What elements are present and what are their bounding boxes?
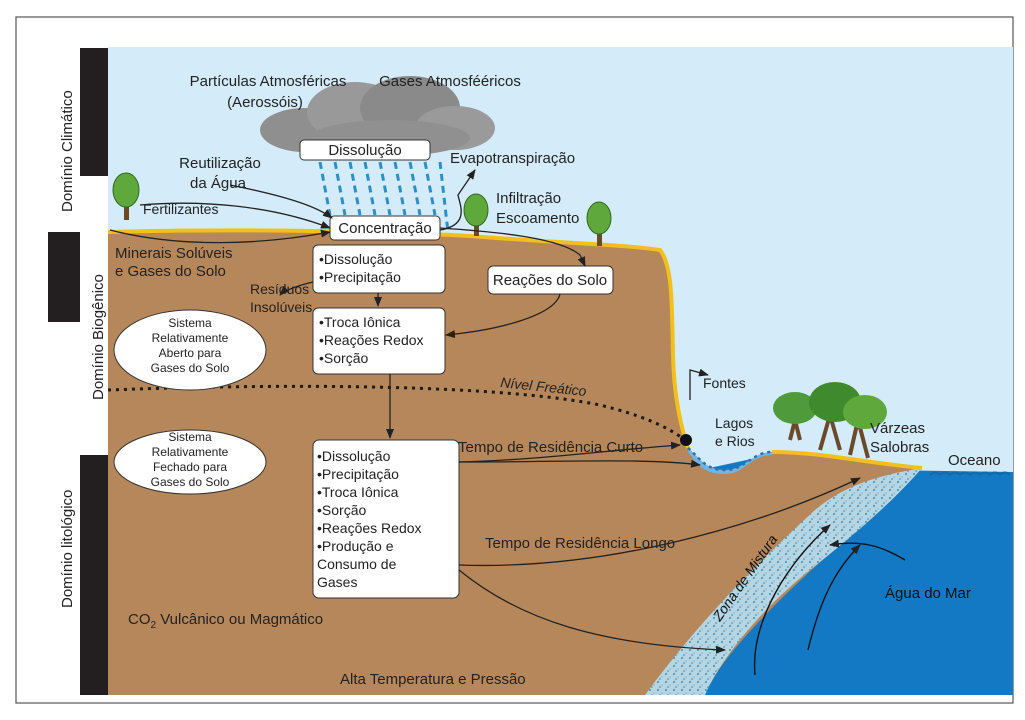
arrow-evapotranspiracao [439, 169, 476, 231]
ellipse-closed-line: Fechado para [153, 460, 227, 474]
box-deep-line: Consumo de [317, 556, 397, 572]
ocean-waves [929, 471, 1011, 477]
label-escoamento: Escoamento [496, 210, 579, 227]
arrow-infiltracao [439, 227, 586, 267]
ellipse-open-line: Sistema [168, 316, 212, 330]
lithologic-bar [80, 455, 108, 695]
box-reacoes-solo [487, 265, 614, 295]
label-tempo-longo: Tempo de Residência Longo [485, 535, 675, 552]
box-soil-processes-1-text: •Dissolução •Precipitação [319, 251, 401, 285]
label-lagos-1: Lagos [715, 415, 753, 431]
label-varzeas-2: Salobras [870, 439, 929, 456]
label-agua-mar: Água do Mar [885, 585, 971, 602]
label-aerosol-1: Partículas Atmosféricas [190, 73, 347, 90]
arrow-minerais [109, 229, 331, 244]
surface-line-right [771, 450, 923, 470]
ellipse-closed-line: Sistema [168, 430, 212, 444]
label-reuse-1: Reutilização [179, 155, 261, 172]
label-tempo-curto: Tempo de Residência Curto [458, 439, 643, 456]
label-varzeas-1: Várzeas [870, 420, 925, 437]
ellipse-open-line: Relativamente [152, 331, 229, 345]
climatic-bar [80, 48, 108, 176]
soil-region [108, 230, 922, 695]
biogenic-bar [48, 232, 80, 322]
rain-icon [318, 161, 450, 233]
box-soil2-line: •Troca Iônica [319, 314, 401, 330]
arrow-reutilizacao [229, 184, 333, 219]
label-minerais-1: Minerais Solúveis [115, 245, 233, 262]
box-soil1-line: •Dissolução [319, 251, 393, 267]
label-evapo: Evapotranspiração [450, 150, 575, 167]
co2-prefix: CO [128, 611, 151, 628]
box-deep-line: Gases [317, 574, 357, 590]
spring-marker [680, 434, 692, 446]
lake-dotted-line [687, 447, 773, 472]
domain-lithologic: Domínio litológico [59, 490, 76, 608]
box-soil-processes-2 [312, 307, 446, 375]
ellipse-closed-system [113, 429, 267, 495]
label-co2: CO2 Vulcânico ou Magmático [128, 611, 323, 631]
label-reacoes-solo: Reações do Solo [493, 272, 607, 289]
label-infiltracao: Infiltração [496, 190, 561, 207]
co2-rest: Vulcânico ou Magmático [156, 611, 323, 628]
label-concentracao: Concentração [338, 220, 431, 237]
box-deep-processes-text: •Dissolução •Precipitação •Troca Iônica •So… [317, 448, 422, 590]
label-alta-temp: Alta Temperatura e Pressão [340, 671, 526, 688]
box-dissolucao-cloud [299, 139, 431, 161]
box-deep-line: •Sorção [317, 502, 366, 518]
tree-icon-left [112, 172, 140, 220]
label-fontes: Fontes [703, 375, 746, 391]
box-deep-processes [312, 439, 460, 599]
arrow-reacoes-solo [445, 293, 561, 339]
label-fertilizantes: Fertilizantes [143, 201, 218, 217]
tree-icon-mid [463, 193, 489, 236]
box-soil-processes-2-text: •Troca Iônica •Reações Redox •Sorção [319, 314, 424, 366]
label-residuos-1: Resíduos [250, 281, 309, 297]
label-dissolucao-cloud: Dissolução [328, 142, 401, 159]
domain-biogenic: Domínio Biogênico [90, 274, 107, 400]
tree-icon-right [586, 201, 612, 246]
ellipse-closed-line: Gases do Solo [151, 475, 230, 489]
water-table-line [107, 384, 686, 442]
ellipse-open-line: Gases do Solo [151, 361, 230, 375]
box-deep-line: •Dissolução [317, 448, 391, 464]
mangrove-icon [773, 382, 887, 459]
domain-climatic: Domínio Climático [59, 90, 76, 212]
box-soil2-line: •Reações Redox [319, 332, 424, 348]
arrow-fertilizantes [139, 202, 331, 229]
label-aerosol-2: (Aerossóis) [227, 94, 303, 111]
box-soil2-line: •Sorção [319, 350, 368, 366]
arrow-residuos [279, 281, 314, 296]
box-soil-processes-1 [312, 244, 446, 294]
ellipse-open-line: Aberto para [159, 346, 222, 360]
flow-arrows [109, 169, 861, 654]
label-residuos-2: Insolúveis [250, 299, 312, 315]
mixing-zone [645, 468, 922, 695]
box-soil1-line: •Precipitação [319, 269, 401, 285]
box-deep-line: •Produção e [317, 538, 394, 554]
ellipse-open-system [113, 309, 267, 391]
box-deep-line: •Troca Iônica [317, 484, 399, 500]
label-gases-atm: Gases Atmosfééricos [379, 73, 521, 90]
box-deep-line: •Reações Redox [317, 520, 422, 536]
ellipse-closed-line: Relativamente [152, 445, 229, 459]
surface-line [107, 228, 690, 449]
sea-circulation-arrows [753, 524, 906, 676]
label-lagos-2: e Rios [715, 433, 755, 449]
box-deep-line: •Precipitação [317, 466, 399, 482]
label-reuse-2: da Água [190, 175, 247, 192]
co2-subscript: 2 [151, 620, 157, 631]
label-minerais-2: e Gases do Solo [115, 263, 226, 280]
label-oceano: Oceano [948, 452, 1001, 469]
